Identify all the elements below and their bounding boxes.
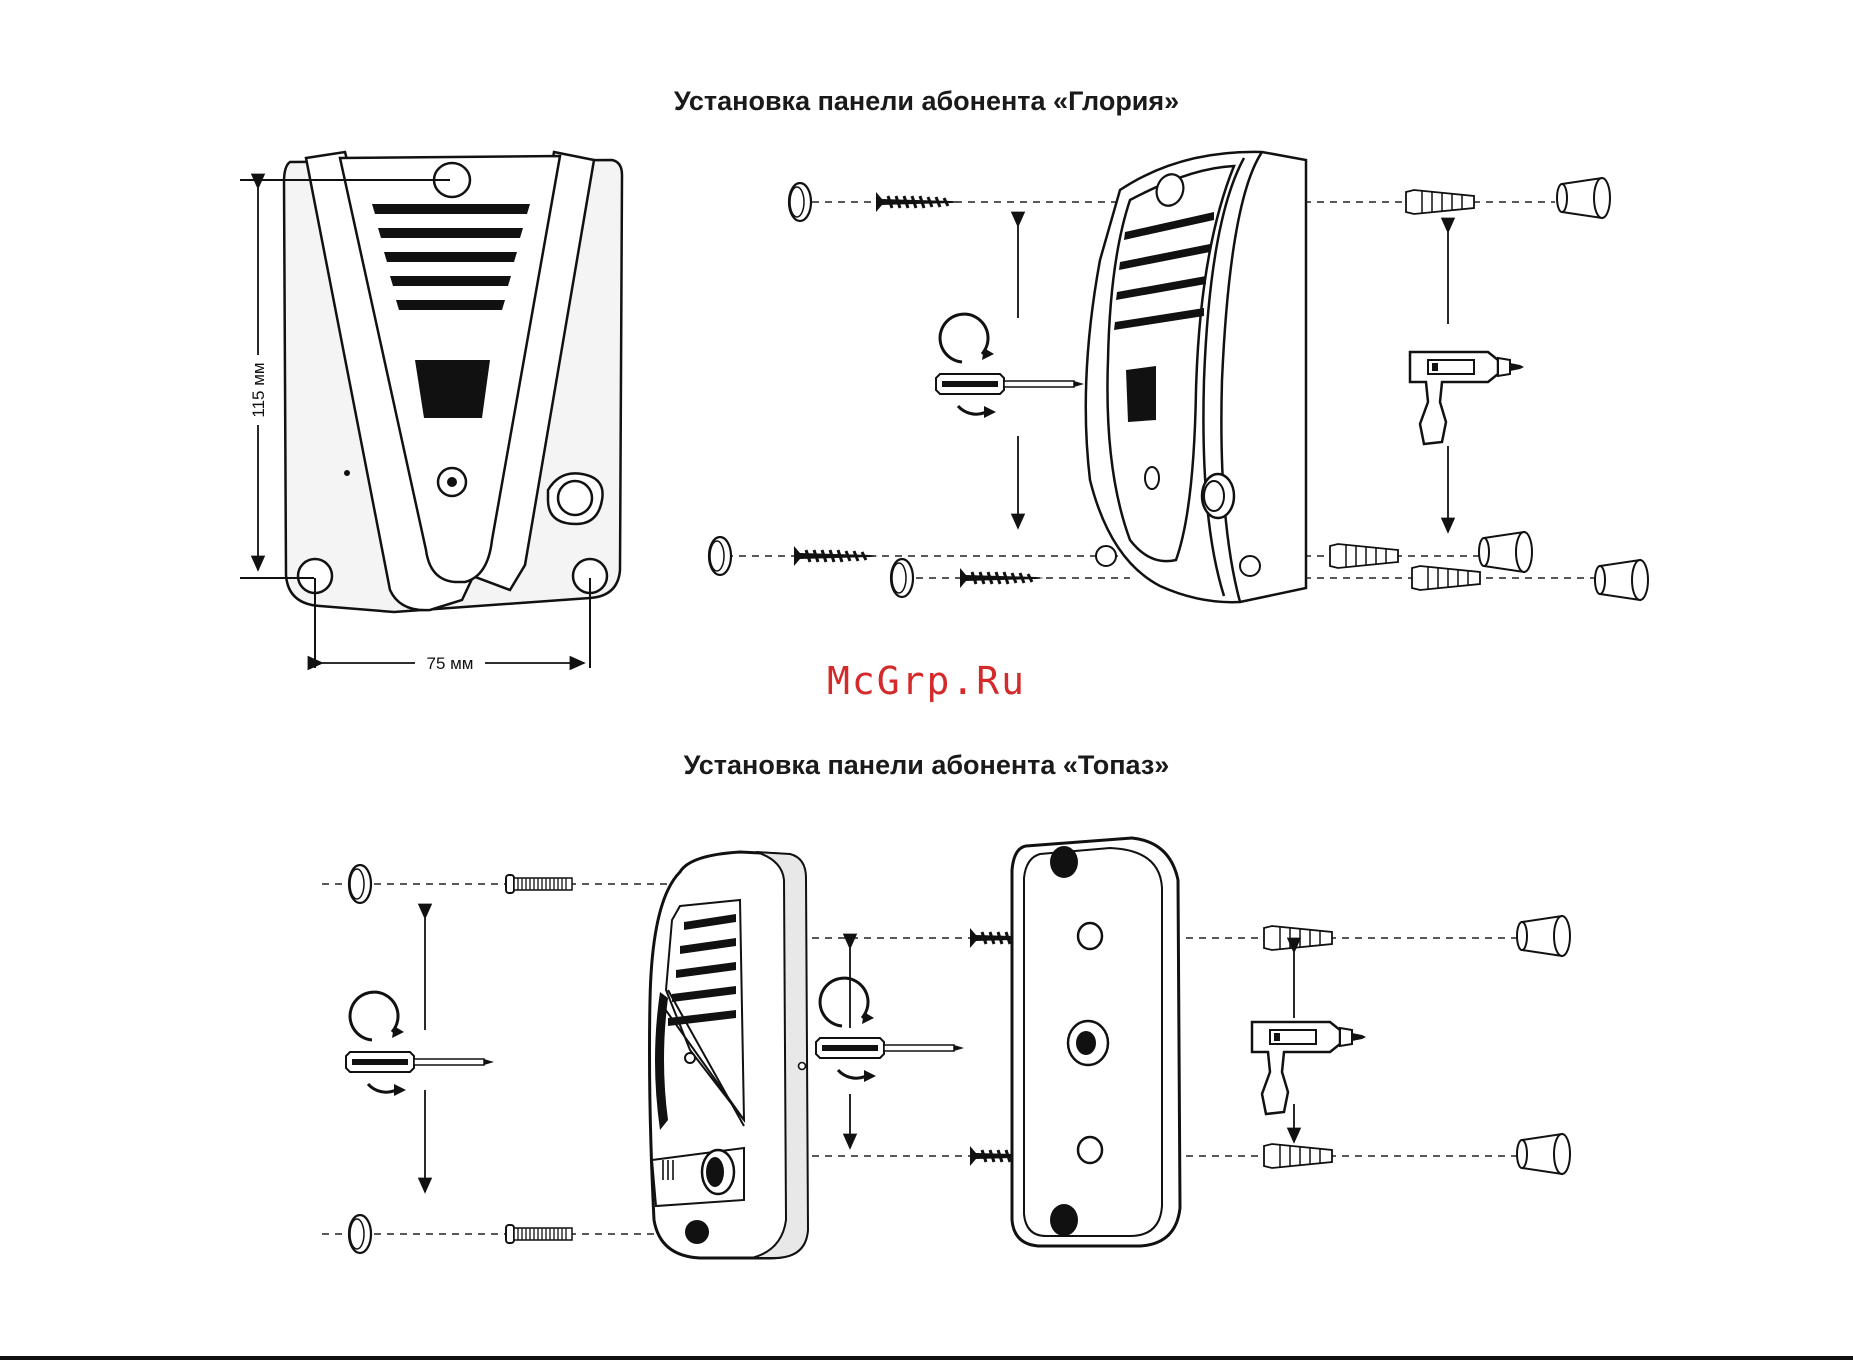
screw-icon: [876, 192, 960, 212]
dowel-icon: [1264, 926, 1332, 950]
gloria-front-view: [284, 152, 622, 612]
dowel-icon: [1412, 566, 1480, 590]
cap-icon: [1517, 916, 1570, 956]
screwdriver-icon: [346, 992, 494, 1096]
screw-icon: [960, 568, 1044, 588]
height-label: 115 мм: [249, 362, 268, 417]
screw-icon: [794, 546, 878, 566]
dowel-icon: [1406, 190, 1474, 214]
width-label: 75 мм: [426, 654, 473, 673]
cap-icon: [709, 537, 731, 575]
screwdriver-icon: [816, 978, 964, 1082]
dowel-icon: [1264, 1144, 1332, 1168]
cap-icon: [1517, 1134, 1570, 1174]
camera-window: [415, 360, 490, 418]
screwdriver-icon: [936, 314, 1084, 418]
drill-icon: [1410, 352, 1524, 444]
gloria-exploded-view: [709, 152, 1648, 602]
cap-icon: [891, 559, 913, 597]
drill-icon: [1252, 1022, 1366, 1114]
cap-icon: [1595, 560, 1648, 600]
cap-icon: [1557, 178, 1610, 218]
page-footer-rule: [0, 1356, 1853, 1360]
dowel-icon: [1330, 544, 1398, 568]
cap-icon: [349, 1215, 371, 1253]
topaz-exploded-view: [322, 838, 1570, 1258]
screw-icon: [506, 875, 572, 893]
screw-icon: [506, 1225, 572, 1243]
cap-icon: [789, 183, 811, 221]
cap-icon: [349, 865, 371, 903]
cap-icon: [1479, 532, 1532, 572]
